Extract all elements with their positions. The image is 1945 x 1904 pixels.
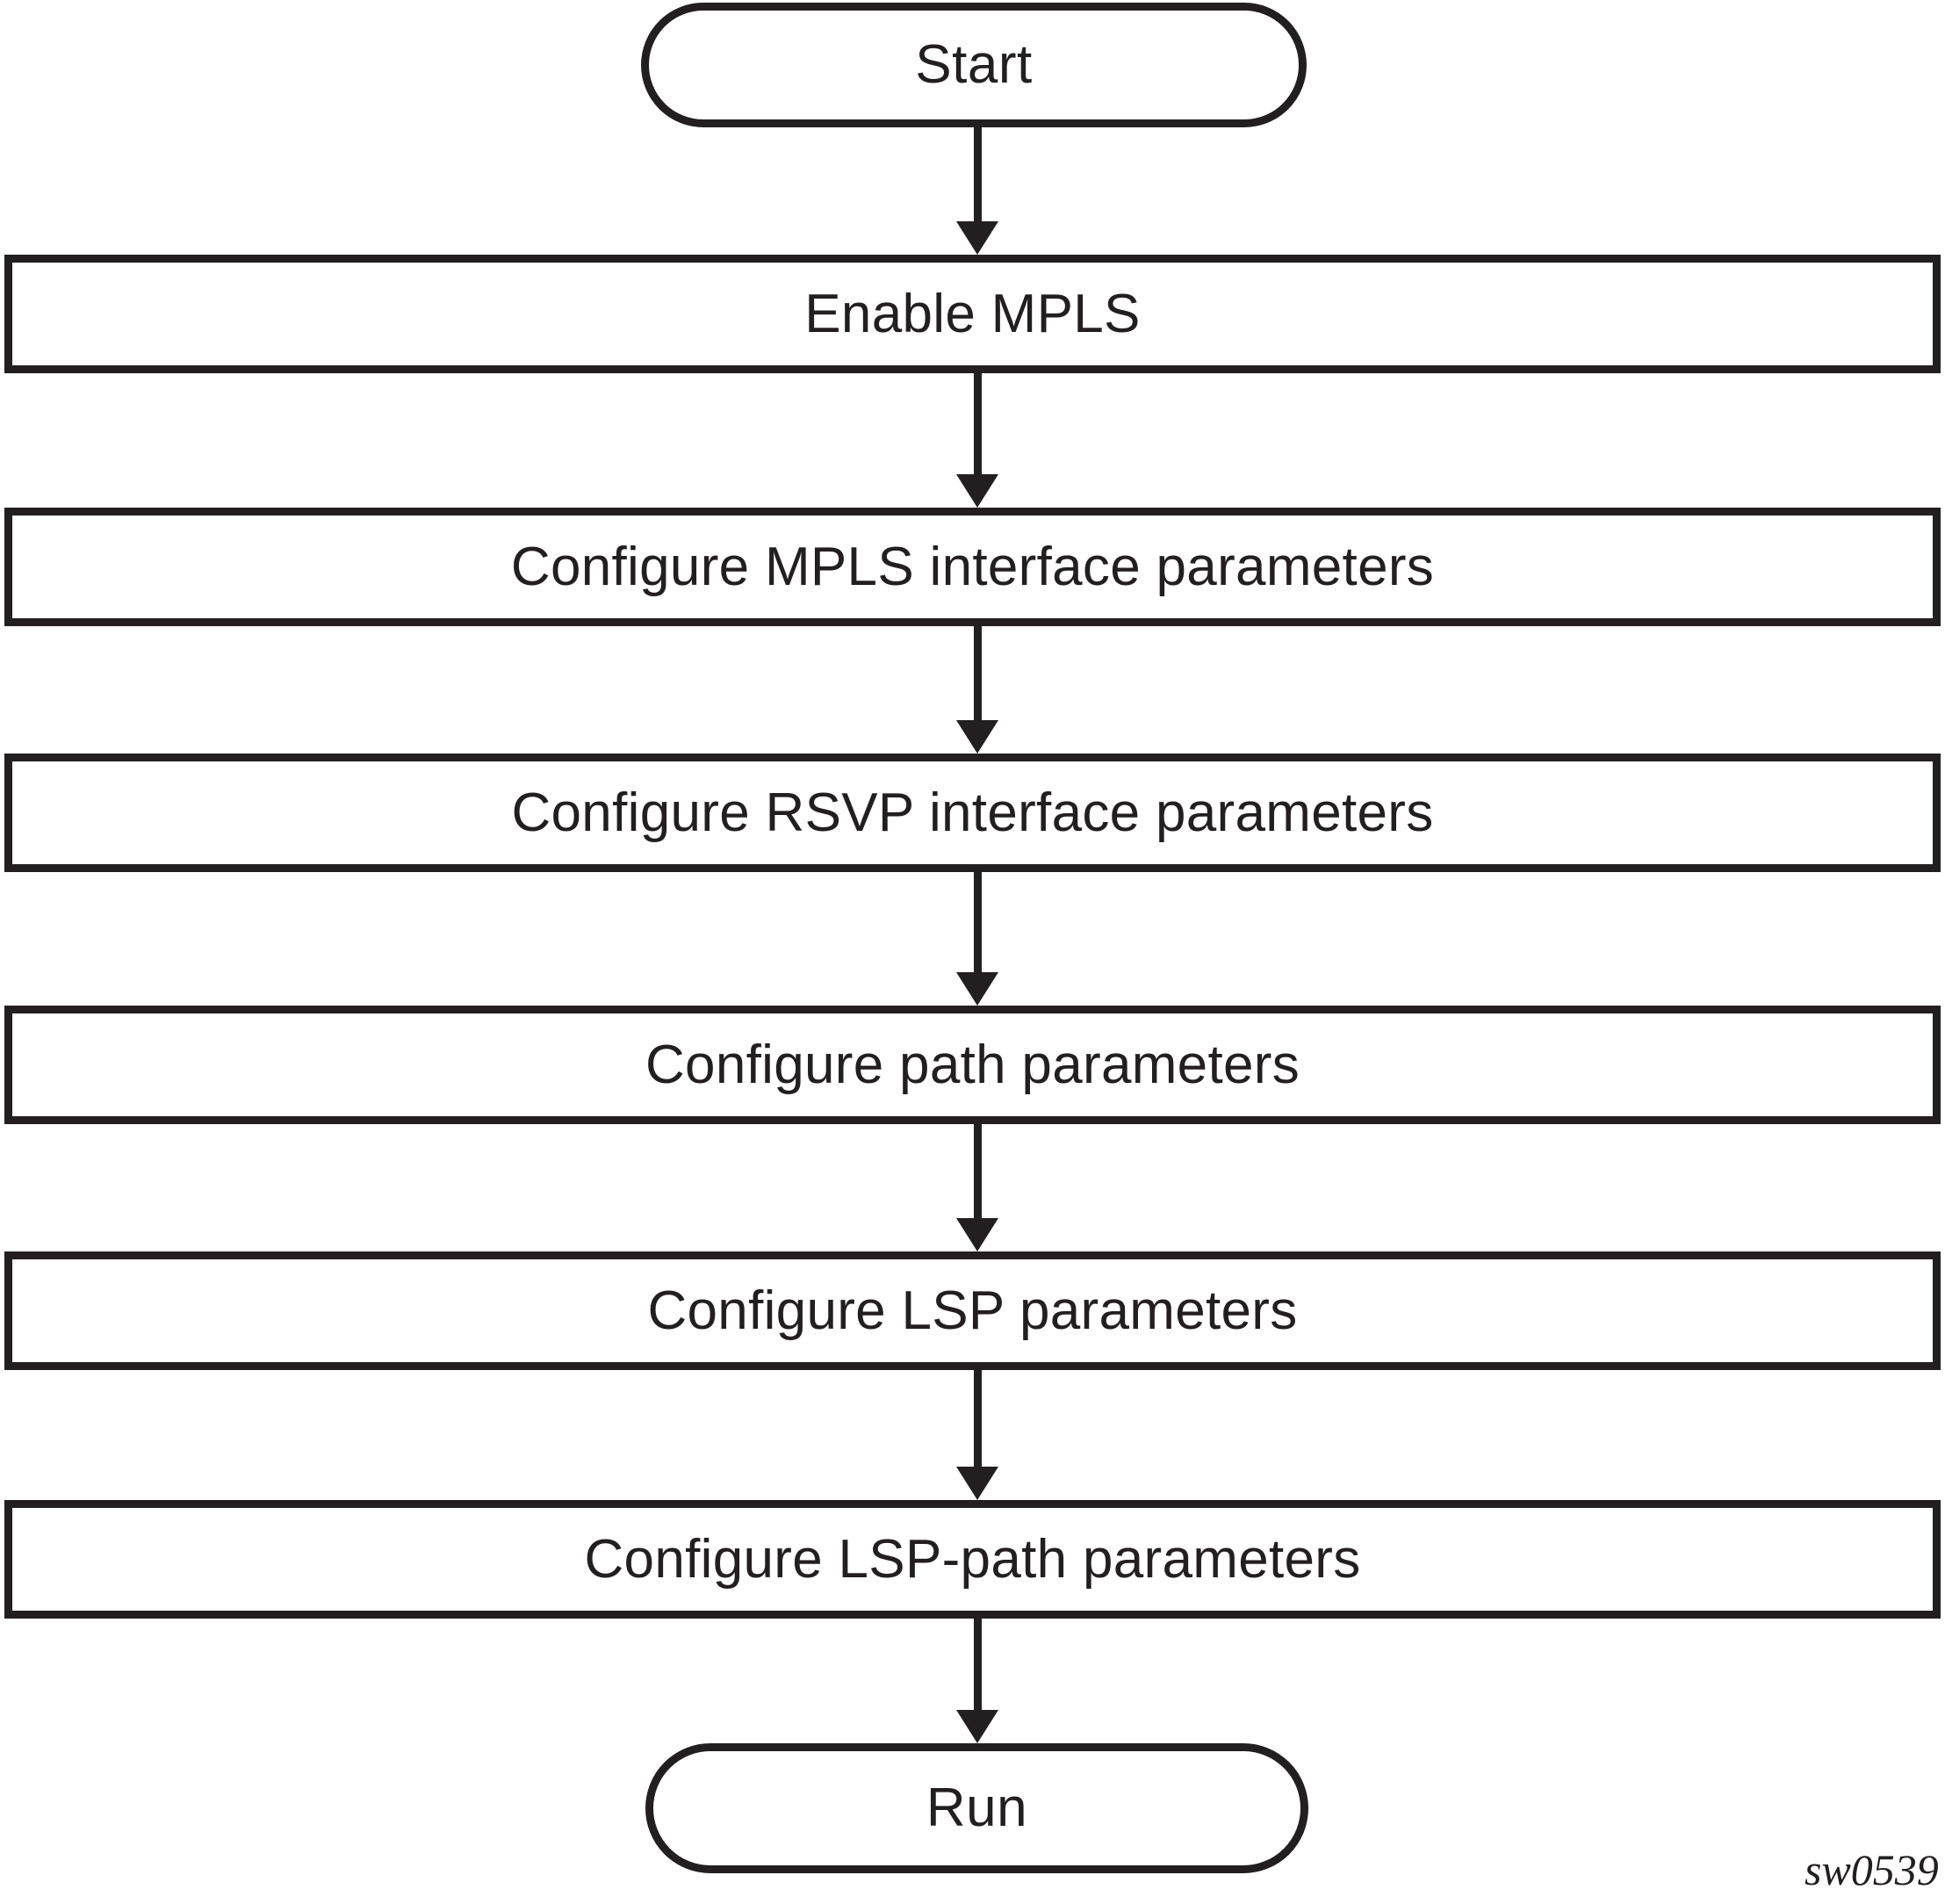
node-run[interactable]: Run	[645, 1743, 1308, 1873]
arrowhead-icon	[956, 474, 998, 508]
edge-shaft	[974, 1124, 982, 1221]
node-configure-mpls-interface-parameters[interactable]: Configure MPLS interface parameters	[4, 508, 1941, 626]
arrowhead-icon	[956, 972, 998, 1006]
arrowhead-icon	[956, 1710, 998, 1743]
node-start[interactable]: Start	[641, 3, 1307, 127]
arrowhead-icon	[956, 720, 998, 754]
arrowhead-icon	[956, 1218, 998, 1251]
node-enable-mpls-label: Enable MPLS	[804, 283, 1141, 344]
arrowhead-icon	[956, 221, 998, 255]
node-configure-lsp-parameters[interactable]: Configure LSP parameters	[4, 1251, 1941, 1370]
edge-shaft	[974, 1619, 982, 1713]
edge-shaft	[974, 373, 982, 477]
node-configure-rsvp-interface-parameters-label: Configure RSVP interface parameters	[511, 782, 1434, 843]
figure-id-label: sw0539	[1805, 1845, 1939, 1894]
node-configure-rsvp-interface-parameters[interactable]: Configure RSVP interface parameters	[4, 754, 1941, 872]
node-configure-lsp-path-parameters[interactable]: Configure LSP-path parameters	[4, 1500, 1941, 1619]
edge-shaft	[974, 127, 982, 224]
arrowhead-icon	[956, 1467, 998, 1500]
edge-shaft	[974, 1370, 982, 1469]
node-configure-path-parameters[interactable]: Configure path parameters	[4, 1006, 1941, 1124]
edge-shaft	[974, 626, 982, 723]
node-configure-mpls-interface-parameters-label: Configure MPLS interface parameters	[510, 536, 1435, 597]
node-enable-mpls[interactable]: Enable MPLS	[4, 255, 1941, 373]
node-configure-path-parameters-label: Configure path parameters	[645, 1034, 1300, 1095]
node-run-label: Run	[926, 1778, 1028, 1838]
node-configure-lsp-path-parameters-label: Configure LSP-path parameters	[584, 1528, 1361, 1590]
node-configure-lsp-parameters-label: Configure LSP parameters	[647, 1280, 1298, 1341]
edge-shaft	[974, 872, 982, 975]
node-start-label: Start	[915, 34, 1033, 95]
